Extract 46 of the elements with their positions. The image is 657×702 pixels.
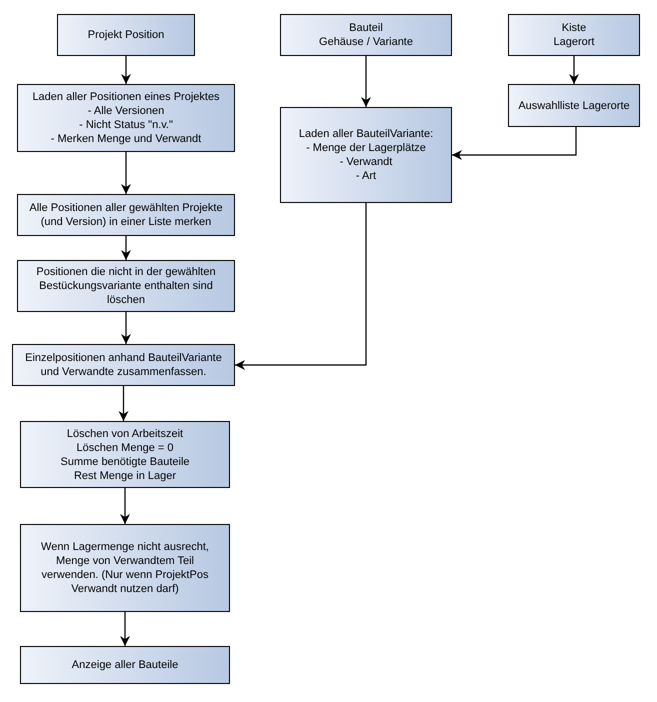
box-text: Löschen von Arbeitszeit bbox=[66, 426, 184, 440]
arrow bbox=[120, 612, 130, 646]
box-text: Alle Positionen aller gewählten Projekte (und Version) in einer Liste merken bbox=[28, 201, 224, 229]
box-text: Laden aller Positionen eines Projektes bbox=[32, 90, 220, 104]
box-text: Lagerort bbox=[554, 35, 594, 49]
box-text: Positionen die nicht in der gewählten Bestückungsvariante enthalten sind löschen bbox=[35, 265, 217, 307]
arrow bbox=[121, 152, 131, 194]
box-text: - Merken Menge und Verwandt bbox=[50, 132, 202, 146]
arrow bbox=[569, 56, 579, 84]
process-box bbox=[17, 194, 235, 236]
process-box bbox=[57, 14, 195, 56]
box-text: Kiste bbox=[562, 21, 586, 35]
box-text: - Nicht Status "n.v." bbox=[79, 118, 173, 132]
arrow bbox=[452, 127, 577, 160]
process-box bbox=[508, 14, 640, 56]
arrow bbox=[121, 236, 131, 260]
process-box bbox=[280, 14, 452, 56]
box-text: - Menge der Lagerplätze bbox=[306, 141, 426, 155]
arrow bbox=[121, 312, 131, 344]
box-text: - Art bbox=[356, 169, 376, 183]
process-box bbox=[20, 421, 230, 488]
process-box bbox=[20, 524, 230, 612]
process-box bbox=[12, 344, 235, 386]
arrow bbox=[361, 56, 371, 107]
box-text: Auswahlliste Lagerorte bbox=[518, 98, 630, 112]
box-text: Gehäuse / Variante bbox=[319, 35, 413, 49]
box-text: Laden aller BauteilVariante: bbox=[298, 127, 434, 141]
box-text: Summe benötigte Bauteile bbox=[60, 454, 190, 468]
process-box bbox=[17, 84, 235, 152]
process-box bbox=[508, 84, 640, 127]
arrow bbox=[235, 203, 367, 370]
arrow bbox=[120, 488, 130, 524]
box-text: - Verwandt bbox=[340, 155, 392, 169]
box-text: Löschen Menge = 0 bbox=[76, 440, 174, 454]
process-box bbox=[20, 646, 230, 684]
box-text: Rest Menge in Lager bbox=[74, 468, 176, 482]
box-text: - Alle Versionen bbox=[88, 104, 164, 118]
box-text: Einzelpositionen anhand BauteilVariante und Verwandte zusammenfassen. bbox=[24, 351, 223, 379]
arrow bbox=[118, 386, 128, 421]
process-box bbox=[280, 107, 452, 203]
process-box bbox=[17, 260, 235, 312]
box-text: Wenn Lagermenge nicht ausrecht, Menge von Verwandtem Teil verwenden. (Nur wenn ProjektPos Verwandt nutzen darf) bbox=[40, 540, 210, 596]
arrow bbox=[121, 56, 131, 84]
box-text: Projekt Position bbox=[88, 28, 164, 42]
box-text: Anzeige aller Bauteile bbox=[72, 658, 178, 672]
box-text: Bauteil bbox=[349, 21, 383, 35]
